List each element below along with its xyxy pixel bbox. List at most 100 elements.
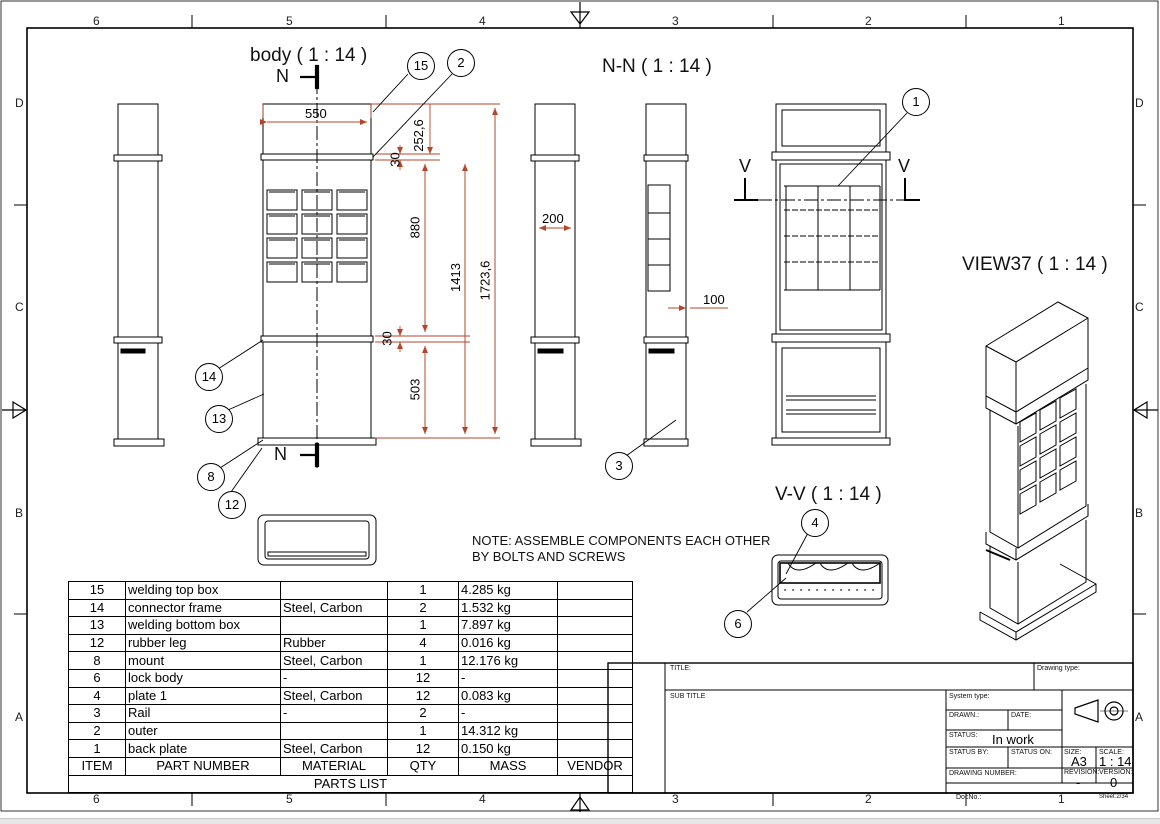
compartment-door <box>336 237 368 259</box>
parts-list-cell: - <box>458 704 558 723</box>
zone-col-1-top: 1 <box>1058 14 1065 28</box>
parts-list-cell: 7.897 kg <box>458 616 558 635</box>
parts-list-cell: welding bottom box <box>125 616 281 635</box>
parts-list-cell: 2 <box>68 721 126 741</box>
zone-col-5-bottom: 5 <box>286 792 293 806</box>
zone-col-6-top: 6 <box>93 14 100 28</box>
dim-503: 503 <box>407 378 423 401</box>
dim-30-top: 30 <box>387 152 403 167</box>
parts-list-cell: 4 <box>387 633 459 653</box>
view37-title: VIEW37 ( 1 : 14 ) <box>962 254 1108 275</box>
parts-list-cell: 1 <box>387 651 459 670</box>
parts-list-cell: plate 1 <box>125 686 281 706</box>
compartment-door <box>336 261 368 283</box>
parts-list-cell: Rail <box>125 704 281 723</box>
parts-list-cell: 1 <box>387 721 459 741</box>
tb-docno-label: DocNo.: <box>956 794 982 801</box>
zone-row-b-right: B <box>1135 506 1144 520</box>
parts-list-cell: 0.016 kg <box>458 633 558 653</box>
tb-drawing-type-label: Drawing type: <box>1037 665 1080 672</box>
section-n-marks <box>300 64 320 468</box>
tb-size-value: A3 <box>1071 754 1087 769</box>
dim-30-mid: 30 <box>379 331 395 346</box>
compartment-door <box>336 189 368 211</box>
parts-list-cell: 15 <box>68 581 126 600</box>
parts-list-caption-row: PARTS LIST <box>68 774 633 794</box>
iso-compartment <box>1019 484 1037 515</box>
tb-version-value: 0 <box>1110 775 1118 790</box>
assembly-note-line2: BY BOLTS AND SCREWS <box>472 549 626 564</box>
dim-1723-6: 1723,6 <box>477 260 493 301</box>
parts-list-cell: 13 <box>68 616 126 635</box>
parts-list-cell: - <box>280 668 388 688</box>
parts-list-cell: lock body <box>125 668 281 688</box>
dim-880: 880 <box>407 216 423 239</box>
balloon-13: 13 <box>205 405 233 433</box>
zone-col-3-bottom: 3 <box>672 792 679 806</box>
iso-compartment <box>1039 400 1057 431</box>
tb-status-label: STATUS: <box>949 732 978 739</box>
parts-list-cell <box>557 616 633 635</box>
iso-compartment <box>1039 424 1057 455</box>
parts-list-cell <box>280 616 388 635</box>
parts-list-cell: 0.083 kg <box>458 686 558 706</box>
dim-550: 550 <box>305 106 327 121</box>
section-v-label-right: V <box>898 156 911 176</box>
tb-sheet-label: Sheet:2/34 <box>1099 794 1129 800</box>
balloon-2: 2 <box>447 49 475 77</box>
section-n-label-bottom: N <box>274 444 287 464</box>
zone-col-3-top: 3 <box>672 14 679 28</box>
dim-200-label: 200 <box>542 211 564 226</box>
parts-list-cell: 2 <box>387 598 459 618</box>
parts-list-cell <box>557 651 633 670</box>
parts-list-cell <box>557 598 633 618</box>
iso-view37 <box>979 301 1097 641</box>
parts-list-header-cell: QTY <box>387 756 459 776</box>
zone-col-4-top: 4 <box>479 14 486 28</box>
parts-list-cell: 0.150 kg <box>458 739 558 758</box>
zone-row-d-left: D <box>15 96 24 110</box>
parts-list-cell <box>557 739 633 758</box>
side-view-right <box>530 103 582 447</box>
dim-252-6: 252,6 <box>410 119 426 152</box>
section-v-marks <box>734 178 920 201</box>
parts-list-cell: 3 <box>68 704 126 723</box>
tb-revision-value: - <box>1076 775 1081 790</box>
tb-status-by-label: STATUS BY: <box>949 749 989 756</box>
parts-list-caption: PARTS LIST <box>68 774 633 794</box>
parts-list-cell: welding top box <box>125 581 281 600</box>
tb-status-value: In work <box>992 732 1034 747</box>
parts-list-cell: 14.312 kg <box>458 721 558 741</box>
iso-compartment <box>1059 388 1077 419</box>
tb-date-label: DATE: <box>1011 712 1032 719</box>
iso-compartment <box>1059 436 1077 467</box>
projection-symbol-icon <box>1074 699 1128 723</box>
parts-list-cell: 8 <box>68 651 126 670</box>
balloon-6: 6 <box>724 610 752 638</box>
zone-col-2-bottom: 2 <box>865 792 872 806</box>
centering-marks <box>2 2 1158 812</box>
parts-list-cell: 12 <box>387 739 459 758</box>
body-front-view <box>257 80 377 470</box>
tb-drawing-number-label: DRAWING NUMBER: <box>949 770 1017 777</box>
zone-col-2-top: 2 <box>865 14 872 28</box>
tb-status-on-label: STATUS ON: <box>1011 749 1052 756</box>
bottom-plan-view <box>257 514 377 566</box>
parts-list-cell: 12.176 kg <box>458 651 558 670</box>
zone-col-5-top: 5 <box>286 14 293 28</box>
parts-list-cell: mount <box>125 651 281 670</box>
zone-row-b-left: B <box>15 506 24 520</box>
parts-list-cell: - <box>458 668 558 688</box>
balloon-14: 14 <box>195 363 223 391</box>
compartment-door <box>336 213 368 235</box>
iso-compartment <box>1039 472 1057 503</box>
parts-list-header-cell: MASS <box>458 756 558 776</box>
zone-row-c-right: C <box>1135 300 1144 314</box>
